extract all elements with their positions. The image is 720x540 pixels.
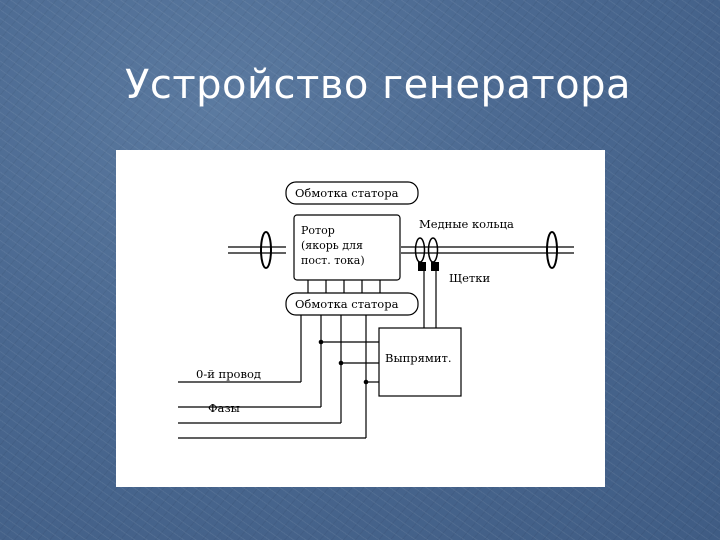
rotor-label-2: (якорь для	[301, 239, 363, 252]
rotor-label-3: пост. тока)	[301, 254, 365, 267]
copper-rings-label: Медные кольца	[419, 217, 514, 231]
rotor-label-1: Ротор	[301, 224, 335, 237]
phases-label: Фазы	[208, 401, 240, 415]
brush-1	[418, 262, 426, 271]
rotor-box	[293, 214, 401, 281]
brush-2	[431, 262, 439, 271]
stator-top-label: Обмотка статора	[295, 186, 399, 200]
junction-dot	[318, 339, 324, 345]
bearing-right	[546, 231, 558, 269]
slide-title: Устройство генератора	[125, 62, 632, 108]
rectifier-box	[378, 327, 462, 397]
junction-dot	[363, 379, 369, 385]
diagram-panel: Обмотка статора Ротор (якорь для пост. т…	[116, 150, 605, 487]
neutral-wire-label: 0-й провод	[196, 367, 261, 381]
bearing-left	[260, 231, 272, 269]
junction-dot	[338, 360, 344, 366]
copper-ring-2	[427, 237, 439, 263]
stator-bottom-label: Обмотка статора	[295, 297, 399, 311]
generator-diagram: Обмотка статора Ротор (якорь для пост. т…	[178, 181, 574, 439]
stator-top-box	[285, 181, 419, 205]
copper-ring-1	[414, 237, 426, 263]
brushes-label: Щетки	[449, 271, 490, 285]
rectifier-label: Выпрямит.	[385, 351, 452, 365]
stator-bottom-box	[285, 292, 419, 316]
